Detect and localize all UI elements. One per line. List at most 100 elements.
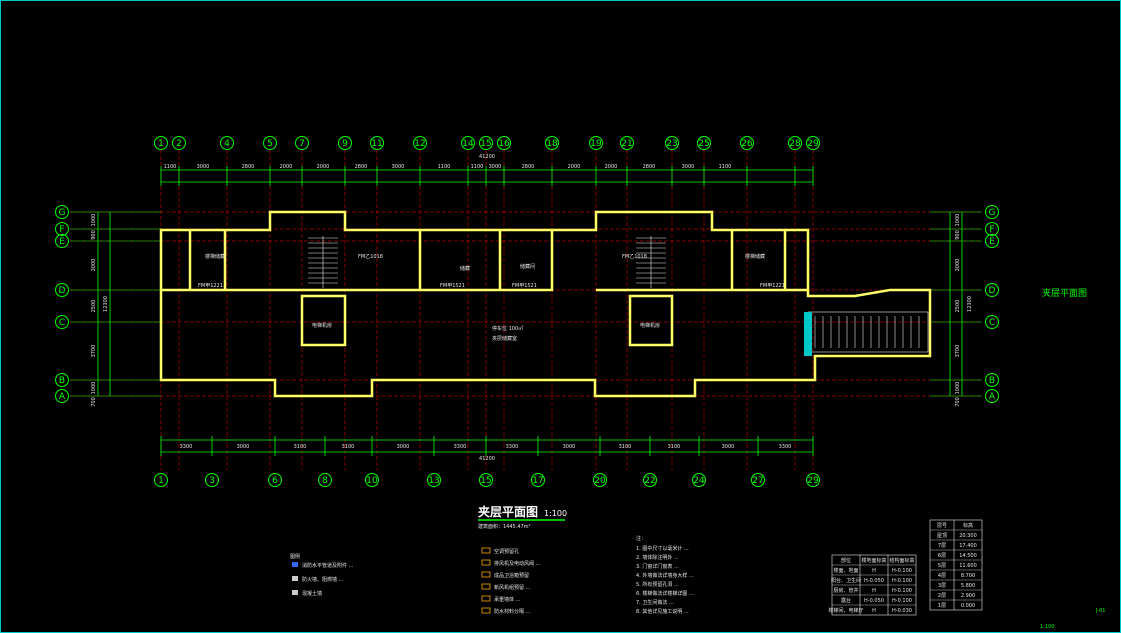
dimension-text: 2000 xyxy=(317,164,330,170)
axis-bubble: 22 xyxy=(643,473,657,487)
axis-bubble: F xyxy=(55,222,69,236)
table-cell: 6层 xyxy=(938,553,946,559)
note-line: 7. 卫生间做法 ... xyxy=(636,599,674,606)
svg-text:C: C xyxy=(59,318,65,328)
svg-text:B: B xyxy=(59,376,65,386)
svg-text:8: 8 xyxy=(322,476,328,486)
axis-bubble: C xyxy=(985,315,999,329)
table-cell: 8.700 xyxy=(961,573,975,579)
table-cell: 14.500 xyxy=(959,553,977,559)
room-label: 楼梯储藏 xyxy=(745,253,765,260)
svg-text:F: F xyxy=(989,225,994,235)
axis-bubble: 3 xyxy=(205,473,219,487)
svg-text:29: 29 xyxy=(807,139,819,149)
axis-bubble: 15 xyxy=(479,136,493,150)
overall-dimension: 12300 xyxy=(967,296,973,312)
dimension-text: 900 xyxy=(955,230,961,240)
window-tag: FM甲1221 xyxy=(760,283,785,289)
axis-bubble: 11 xyxy=(370,136,384,150)
svg-text:7: 7 xyxy=(299,139,305,149)
svg-text:12: 12 xyxy=(414,139,425,149)
svg-text:22: 22 xyxy=(644,476,655,486)
room-label: 夹层储藏室 xyxy=(492,335,517,342)
svg-text:2: 2 xyxy=(176,139,182,149)
dimension-text: 700 xyxy=(91,397,97,407)
axis-bubble: D xyxy=(985,283,999,297)
grid-lines xyxy=(70,150,982,470)
axis-bubble: 13 xyxy=(427,473,441,487)
table-cell: 5层 xyxy=(938,563,946,569)
bottom-scale: 1:100 xyxy=(1040,624,1054,630)
table-cell: 2层 xyxy=(938,593,946,599)
svg-text:19: 19 xyxy=(590,139,602,149)
table-cell: 层号 xyxy=(937,523,947,529)
note-line: 5. 所有预留孔洞 ... xyxy=(636,581,679,588)
room-labels: 楼梯储藏 储藏 储藏间 楼梯储藏 FM甲1221 FM甲1521 FM甲1521… xyxy=(198,253,785,342)
svg-text:F: F xyxy=(59,225,64,235)
svg-text:A: A xyxy=(989,392,996,402)
table-cell: 厨房、管井 xyxy=(833,587,858,594)
table-cell: 楼地面标高 xyxy=(861,557,886,564)
legend-entry: 防火墙、阻燃墙 ... xyxy=(302,576,344,583)
note-line: 4. 外墙做法详墙身大样 ... xyxy=(636,572,694,579)
svg-text:C: C xyxy=(989,318,995,328)
axis-bubble: G xyxy=(985,205,999,219)
svg-text:D: D xyxy=(59,286,66,296)
axis-bubble: 17 xyxy=(531,473,545,487)
inner-wall-a xyxy=(161,230,554,292)
svg-text:27: 27 xyxy=(752,476,763,486)
axis-bubble: 6 xyxy=(268,473,282,487)
table-cell: 屋顶 xyxy=(937,533,947,539)
table-cell: H-0.100 xyxy=(892,598,912,604)
legend-entry: 承重墙体 ... xyxy=(494,596,521,603)
dimension-text: 2000 xyxy=(605,164,618,170)
svg-text:G: G xyxy=(59,208,66,218)
legend-entry: 排风机及电动风阀 ... xyxy=(494,560,541,567)
table-cell: 3层 xyxy=(938,583,946,589)
axis-bubble: 24 xyxy=(692,473,706,487)
drawing-title: 夹层平面图 xyxy=(478,504,538,519)
axis-bubble: B xyxy=(985,373,999,387)
svg-text:15: 15 xyxy=(480,476,491,486)
dimension-text: 1100 xyxy=(719,164,732,170)
dimension-text: 3000 xyxy=(563,444,576,450)
room-label: 电梯机房 xyxy=(312,322,332,329)
axis-bubble: 18 xyxy=(545,136,559,150)
dimension-text: 3000 xyxy=(955,259,961,272)
legend: 图例 消防水平管道及附件 ...防火墙、阻燃墙 ...混凝土墙 空调预留孔排风机… xyxy=(290,547,541,615)
table-cell: 阳台、卫生间 xyxy=(831,577,861,584)
svg-text:21: 21 xyxy=(621,139,632,149)
table-cell: 结构面标高 xyxy=(889,557,914,564)
building-walls xyxy=(159,210,932,398)
axis-bubble: 28 xyxy=(788,136,802,150)
dimension-text: 3100 xyxy=(668,444,681,450)
room-label: 储藏间 xyxy=(520,263,535,270)
table-cell: 楼面、地面 xyxy=(833,567,858,574)
axis-bubble: 2 xyxy=(172,136,186,150)
dimension-text: 1000 xyxy=(91,214,97,227)
axis-bubble: 25 xyxy=(697,136,711,150)
dimension-text: 700 xyxy=(955,397,961,407)
table-cell: 7层 xyxy=(938,543,946,549)
table-cell: H-0.050 xyxy=(864,578,884,584)
axis-bubble: E xyxy=(55,234,69,248)
inner-wall-c xyxy=(188,230,502,290)
svg-text:1: 1 xyxy=(158,476,164,486)
table-cell: 部位 xyxy=(841,557,851,564)
room-label: 电梯机房 xyxy=(640,322,660,329)
table-cell: H xyxy=(872,568,876,574)
overall-dimension: 41200 xyxy=(479,456,495,462)
axis-bubble: 29 xyxy=(806,473,820,487)
axis-bubble: G xyxy=(55,205,69,219)
dimension-text: 1000 xyxy=(91,382,97,395)
legend-entry: 防水材料分隔 ... xyxy=(494,608,531,615)
dimension-text: 2800 xyxy=(242,164,255,170)
table-cell: 11.600 xyxy=(959,563,977,569)
dimension-text: 3100 xyxy=(294,444,307,450)
table-cell: 楼梯间、电梯厅 xyxy=(828,607,863,614)
